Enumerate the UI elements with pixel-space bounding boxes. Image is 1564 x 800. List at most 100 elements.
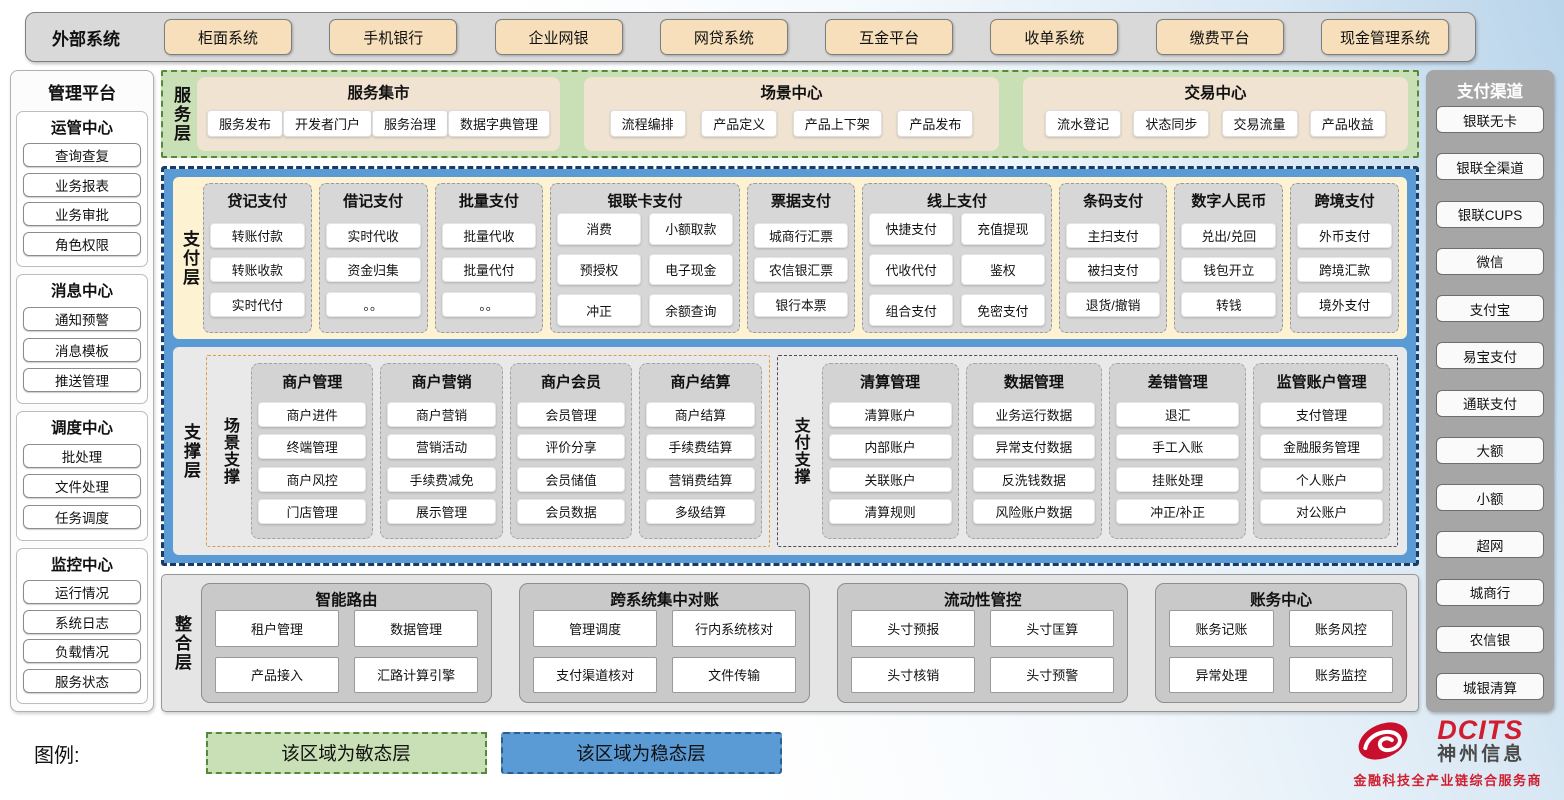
- integration-function-button[interactable]: 账务风控: [1288, 610, 1393, 647]
- support-function-button[interactable]: 金融服务管理: [1260, 434, 1383, 460]
- management-function-button[interactable]: 查询查复: [23, 143, 141, 168]
- payment-function-button[interactable]: 实时代收: [325, 222, 421, 248]
- service-function-button[interactable]: 流水登记: [1045, 109, 1122, 137]
- payment-function-button[interactable]: 快捷支付: [869, 213, 954, 245]
- payment-function-button[interactable]: 被扫支付: [1065, 257, 1161, 282]
- service-function-button[interactable]: 产品发布: [897, 109, 974, 137]
- integration-function-button[interactable]: 异常处理: [1169, 656, 1274, 693]
- payment-function-button[interactable]: 批量代付: [441, 257, 537, 282]
- service-function-button[interactable]: 服务治理: [372, 109, 449, 137]
- support-function-button[interactable]: 多级结算: [646, 499, 755, 525]
- support-function-button[interactable]: 个人账户: [1260, 466, 1383, 492]
- integration-function-button[interactable]: 产品接入: [215, 656, 340, 693]
- support-function-button[interactable]: 对公账户: [1260, 499, 1383, 525]
- payment-function-button[interactable]: 免密支付: [961, 294, 1045, 326]
- integration-function-button[interactable]: 管理调度: [533, 610, 658, 647]
- payment-function-button[interactable]: 批量代收: [441, 222, 537, 248]
- support-function-button[interactable]: 营销费结算: [646, 466, 755, 492]
- support-function-button[interactable]: 门店管理: [258, 499, 367, 525]
- payment-channel-button[interactable]: 小额: [1436, 484, 1544, 511]
- service-function-button[interactable]: 产品上下架: [792, 109, 882, 137]
- payment-function-button[interactable]: 组合支付: [869, 294, 954, 326]
- integration-function-button[interactable]: 账务监控: [1288, 656, 1393, 693]
- service-function-button[interactable]: 数据字典管理: [448, 109, 551, 137]
- support-function-button[interactable]: 会员储值: [516, 466, 626, 492]
- support-function-button[interactable]: 会员管理: [516, 401, 626, 427]
- support-function-button[interactable]: 清算账户: [828, 401, 952, 427]
- support-function-button[interactable]: 业务运行数据: [972, 401, 1096, 427]
- payment-function-button[interactable]: 转账收款: [210, 257, 305, 282]
- payment-function-button[interactable]: 电子现金: [648, 253, 733, 286]
- service-function-button[interactable]: 流程编排: [609, 109, 686, 137]
- support-function-button[interactable]: 清算规则: [828, 499, 952, 525]
- payment-channel-button[interactable]: 通联支付: [1436, 389, 1544, 417]
- support-function-button[interactable]: 挂账处理: [1116, 466, 1240, 492]
- payment-function-button[interactable]: 退货/撤销: [1065, 291, 1161, 317]
- support-function-button[interactable]: 内部账户: [828, 434, 952, 460]
- integration-function-button[interactable]: 头寸预报: [851, 610, 976, 647]
- payment-function-button[interactable]: 境外支付: [1297, 291, 1392, 317]
- service-function-button[interactable]: 状态同步: [1133, 109, 1210, 137]
- support-function-button[interactable]: 商户风控: [258, 466, 367, 492]
- management-function-button[interactable]: 批处理: [23, 444, 141, 469]
- service-function-button[interactable]: 交易流量: [1221, 109, 1298, 137]
- service-function-button[interactable]: 服务发布: [207, 109, 284, 137]
- management-function-button[interactable]: 业务审批: [23, 202, 141, 227]
- payment-channel-button[interactable]: 城商行: [1436, 578, 1544, 606]
- integration-function-button[interactable]: 汇路计算引擎: [354, 656, 479, 693]
- integration-function-button[interactable]: 文件传输: [672, 656, 797, 693]
- integration-function-button[interactable]: 行内系统核对: [672, 610, 797, 647]
- support-function-button[interactable]: 商户结算: [646, 401, 755, 427]
- payment-function-button[interactable]: 消费: [557, 213, 641, 245]
- integration-function-button[interactable]: 头寸预警: [990, 656, 1115, 693]
- support-function-button[interactable]: 关联账户: [828, 466, 952, 492]
- management-function-button[interactable]: 负载情况: [23, 639, 141, 664]
- integration-function-button[interactable]: 支付渠道核对: [533, 656, 658, 693]
- payment-function-button[interactable]: 兑出/兑回: [1181, 222, 1277, 248]
- support-function-button[interactable]: 营销活动: [387, 434, 496, 460]
- management-function-button[interactable]: 文件处理: [23, 474, 141, 499]
- payment-function-button[interactable]: 鉴权: [961, 253, 1045, 286]
- support-function-button[interactable]: 手续费结算: [646, 434, 755, 460]
- payment-channel-button[interactable]: 银联CUPS: [1436, 200, 1544, 228]
- payment-function-button[interactable]: 充值提现: [961, 213, 1045, 245]
- management-function-button[interactable]: 业务报表: [23, 172, 141, 197]
- payment-function-button[interactable]: 银行本票: [753, 291, 849, 317]
- external-system-button[interactable]: 企业网银: [494, 19, 623, 55]
- management-function-button[interactable]: 任务调度: [23, 504, 141, 529]
- payment-function-button[interactable]: 余额查询: [648, 294, 733, 326]
- management-function-button[interactable]: 角色权限: [23, 231, 141, 256]
- integration-function-button[interactable]: 头寸核销: [851, 656, 976, 693]
- support-function-button[interactable]: 异常支付数据: [972, 434, 1096, 460]
- payment-function-button[interactable]: 农信银汇票: [753, 257, 849, 282]
- payment-function-button[interactable]: 冲正: [557, 294, 641, 326]
- external-system-button[interactable]: 互金平台: [825, 19, 954, 55]
- payment-function-button[interactable]: 。。: [325, 291, 421, 317]
- support-function-button[interactable]: 风险账户数据: [972, 499, 1096, 525]
- support-function-button[interactable]: 手续费减免: [387, 466, 496, 492]
- support-function-button[interactable]: 商户进件: [258, 401, 367, 427]
- support-function-button[interactable]: 手工入账: [1116, 434, 1240, 460]
- integration-function-button[interactable]: 头寸匡算: [990, 610, 1115, 647]
- support-function-button[interactable]: 终端管理: [258, 434, 367, 460]
- service-function-button[interactable]: 产品定义: [701, 109, 778, 137]
- external-system-button[interactable]: 现金管理系统: [1320, 19, 1449, 55]
- payment-function-button[interactable]: 实时代付: [210, 291, 305, 317]
- payment-function-button[interactable]: 小额取款: [648, 213, 733, 245]
- support-function-button[interactable]: 支付管理: [1260, 401, 1383, 427]
- service-function-button[interactable]: 开发者门户: [283, 109, 373, 137]
- payment-function-button[interactable]: 资金归集: [325, 257, 421, 282]
- management-function-button[interactable]: 通知预警: [23, 307, 141, 332]
- payment-channel-button[interactable]: 易宝支付: [1436, 342, 1544, 370]
- payment-function-button[interactable]: 代收代付: [869, 253, 954, 286]
- payment-channel-button[interactable]: 城银清算: [1436, 673, 1544, 700]
- support-function-button[interactable]: 冲正/补正: [1116, 499, 1240, 525]
- service-function-button[interactable]: 产品收益: [1309, 109, 1386, 137]
- external-system-button[interactable]: 手机银行: [329, 19, 458, 55]
- payment-channel-button[interactable]: 微信: [1436, 247, 1544, 275]
- management-function-button[interactable]: 运行情况: [23, 580, 141, 605]
- payment-channel-button[interactable]: 农信银: [1436, 625, 1544, 653]
- integration-function-button[interactable]: 数据管理: [354, 610, 479, 647]
- payment-channel-button[interactable]: 银联全渠道: [1436, 153, 1544, 181]
- external-system-button[interactable]: 柜面系统: [164, 19, 292, 55]
